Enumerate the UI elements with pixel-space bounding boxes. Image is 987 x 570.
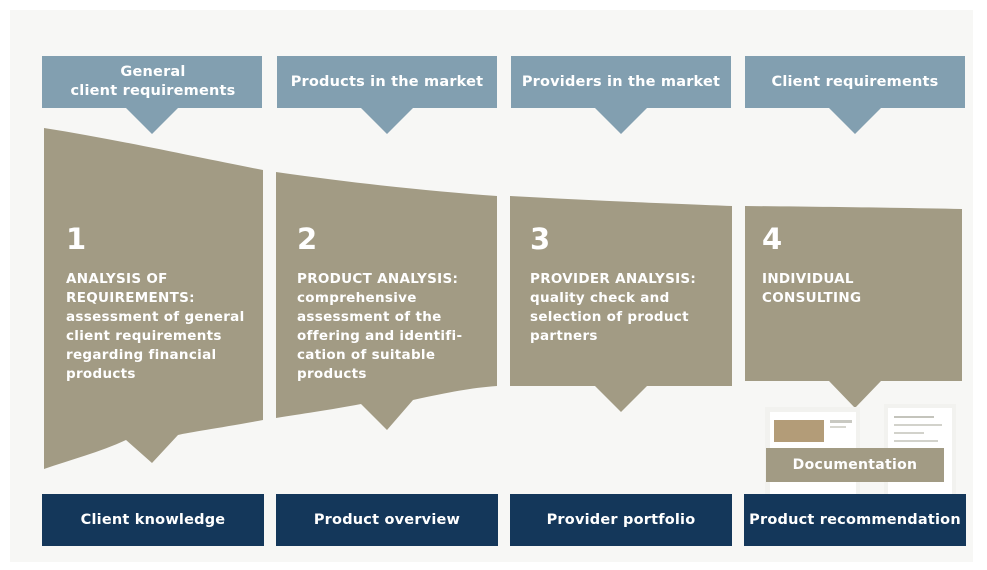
top-label-1-line-2: client requirements [70, 83, 236, 99]
top-label-3: Providers in the market [521, 73, 721, 90]
top-callout-1 [42, 56, 262, 134]
top-label-4: Client requirements [771, 73, 939, 90]
stage-2-body-line: offering and identifi- [297, 328, 463, 344]
top-callout-4 [745, 56, 965, 134]
stage-1-heading-line: ANALYSIS OF [66, 271, 168, 287]
stage-1-body-line: products [66, 366, 136, 382]
stage-2-heading-line: PRODUCT ANALYSIS: [297, 271, 459, 287]
stage-2-body-line: cation of suitable [297, 347, 436, 363]
bottom-box-2 [276, 494, 498, 546]
stage-number-2: 2 [297, 222, 318, 256]
bottom-box-3 [510, 494, 732, 546]
stage-shape-2 [276, 172, 497, 430]
stage-shape-3 [510, 196, 732, 412]
stage-description-2: PRODUCT ANALYSIS: comprehensive assessme… [297, 270, 462, 384]
bottom-box-1 [42, 494, 264, 546]
stage-1-heading-line: REQUIREMENTS: [66, 290, 195, 306]
documentation-label: Documentation [766, 448, 944, 482]
stage-number-4: 4 [762, 222, 783, 256]
stage-shape-4 [745, 206, 962, 408]
bottom-label-1: Client knowledge [80, 512, 226, 528]
bottom-label-3: Provider portfolio [546, 512, 696, 528]
bottom-label-2: Product overview [313, 512, 461, 528]
stage-description-3: PROVIDER ANALYSIS: quality check and sel… [530, 270, 696, 346]
top-callout-3 [511, 56, 731, 134]
stage-3-body-line: quality check and [530, 290, 670, 306]
stage-2-body-line: comprehensive [297, 290, 417, 306]
top-label-1: General client requirements [42, 56, 264, 108]
stage-2-body-line: assessment of the [297, 309, 442, 325]
stage-1-body-line: regarding financial [66, 347, 217, 363]
stage-3-body-line: partners [530, 328, 598, 344]
stage-3-body-line: selection of product [530, 309, 689, 325]
top-label-2: Products in the market [290, 73, 484, 90]
stage-3-heading-line: PROVIDER ANALYSIS: [530, 271, 697, 287]
stage-number-3: 3 [530, 222, 551, 256]
stage-1-body-line: client requirements [66, 328, 222, 344]
stage-4-heading-line: CONSULTING [762, 290, 862, 306]
stage-shape-1 [44, 128, 263, 469]
stage-description-1: ANALYSIS OF REQUIREMENTS: assessment of … [66, 270, 245, 384]
stage-number-1: 1 [66, 222, 87, 256]
stage-2-body-line: products [297, 366, 367, 382]
bottom-label-4: Product recommendation [749, 512, 961, 528]
top-label-1-line-1: General [120, 64, 186, 80]
stage-1-body-line: assessment of general [66, 309, 245, 325]
stage-4-heading-line: INDIVIDUAL [762, 271, 854, 287]
top-callout-2 [277, 56, 497, 134]
stage-description-4: INDIVIDUAL CONSULTING [762, 270, 861, 308]
bottom-box-4 [744, 494, 966, 546]
